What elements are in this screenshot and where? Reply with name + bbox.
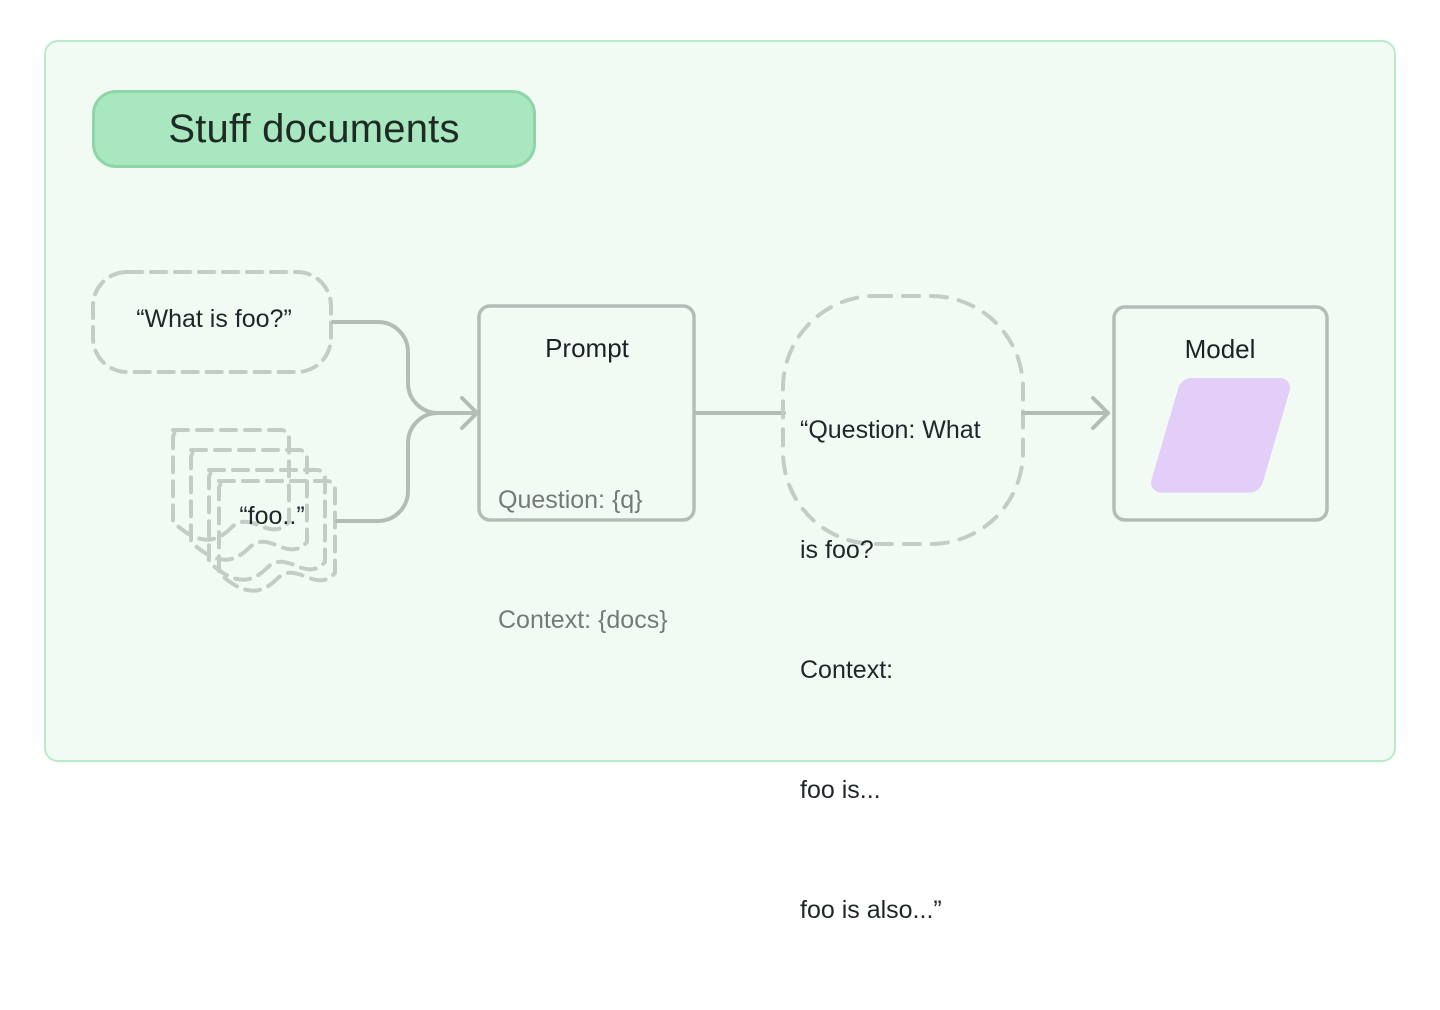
model-box <box>1112 305 1329 522</box>
arrowhead-into-prompt <box>460 396 479 430</box>
prompt-box-body: Question: {q} Context: {docs} <box>498 400 668 720</box>
documents-stack-label: “foo..” <box>239 502 305 530</box>
prompt-line-context: Context: {docs} <box>498 606 668 634</box>
diagram-canvas: Stuff documents <box>44 40 1396 924</box>
model-box-outline <box>1112 305 1329 522</box>
filled-prompt-bubble <box>781 294 1025 546</box>
document-shape-1 <box>171 428 291 542</box>
filled-prompt-line-4: foo is... <box>800 776 881 804</box>
diagram-shapes <box>91 270 1329 593</box>
model-box-title: Model <box>1184 334 1256 364</box>
connector-group-inputs <box>331 320 479 523</box>
connector-bubble-to-model <box>1021 396 1110 430</box>
title-badge-label: Stuff documents <box>168 107 460 151</box>
document-shape-4 <box>217 479 337 593</box>
prompt-line-question: Question: {q} <box>498 486 643 514</box>
filled-prompt-line-5: foo is also...” <box>800 896 942 924</box>
filled-prompt-line-1: “Question: What <box>800 416 981 444</box>
question-bubble-label: “What is foo?” <box>136 305 292 333</box>
connector-question-to-prompt <box>331 320 478 415</box>
filled-prompt-outline <box>781 294 1025 546</box>
document-shape-3 <box>207 468 327 582</box>
title-badge: Stuff documents <box>92 90 536 168</box>
arrowhead-into-model <box>1091 396 1110 430</box>
prompt-box-title: Prompt <box>545 333 629 363</box>
document-shape-2 <box>189 448 309 562</box>
filled-prompt-line-2: is foo? <box>800 536 874 564</box>
documents-stack <box>171 428 337 593</box>
filled-prompt-line-3: Context: <box>800 656 894 684</box>
filled-prompt-text: “Question: What is foo? Context: foo is.… <box>800 330 981 1010</box>
connector-documents-to-prompt <box>335 411 478 523</box>
model-parallelogram-icon <box>1151 377 1291 493</box>
